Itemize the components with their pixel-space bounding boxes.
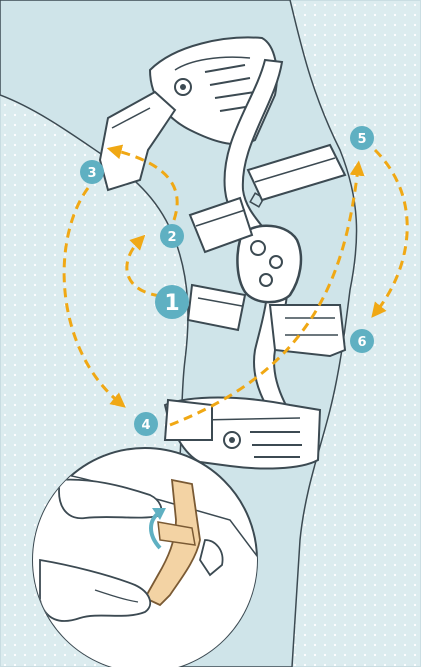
shell-detail — [174, 56, 251, 71]
arrow-5-to-6 — [371, 148, 409, 318]
inset-strap-loop — [157, 521, 196, 546]
lower-shell-edge — [199, 417, 301, 421]
strap-5-edge — [254, 157, 336, 183]
hinge-screw-1 — [250, 240, 266, 256]
strap-1 — [186, 283, 247, 332]
inset-detail — [32, 447, 258, 667]
step-badge-3: 3 — [80, 160, 104, 184]
curved-arrow-head — [152, 508, 166, 520]
step-badge-3-label: 3 — [87, 166, 96, 181]
strap-6-edge — [285, 317, 338, 336]
lower-shell-vents — [250, 431, 302, 458]
step-badge-1: 1 — [155, 285, 189, 319]
step-badge-1-label: 1 — [164, 291, 179, 316]
hinge-screw-2 — [269, 255, 283, 269]
hinge-screw-3 — [259, 273, 273, 287]
step-badge-5: 5 — [350, 126, 374, 150]
step-badge-4: 4 — [134, 412, 158, 436]
step-badge-2: 2 — [160, 224, 184, 248]
strap-2 — [188, 196, 254, 254]
upper-thigh-strap — [98, 90, 177, 192]
strap-6 — [268, 304, 347, 358]
arrow-4-to-5 — [169, 160, 365, 427]
step-badge-6-label: 6 — [357, 335, 366, 350]
upper-rivet-center — [180, 84, 186, 90]
step-badge-4-label: 4 — [141, 418, 150, 433]
inset-buckle — [199, 539, 224, 577]
strap-2-edge — [195, 209, 246, 227]
step-badge-6: 6 — [350, 329, 374, 353]
inset-finger-line — [94, 589, 139, 603]
arrow-3-to-4 — [62, 187, 126, 408]
arrows-group — [62, 144, 409, 427]
step-badge-2-label: 2 — [167, 230, 176, 245]
strap-edge — [111, 107, 151, 129]
shell-vents — [204, 64, 259, 112]
step-badge-5-label: 5 — [357, 132, 366, 147]
strap-1-edge — [197, 297, 243, 307]
strap-5 — [246, 143, 347, 202]
lower-rivet-center — [229, 437, 235, 443]
strap-4 — [163, 398, 213, 441]
